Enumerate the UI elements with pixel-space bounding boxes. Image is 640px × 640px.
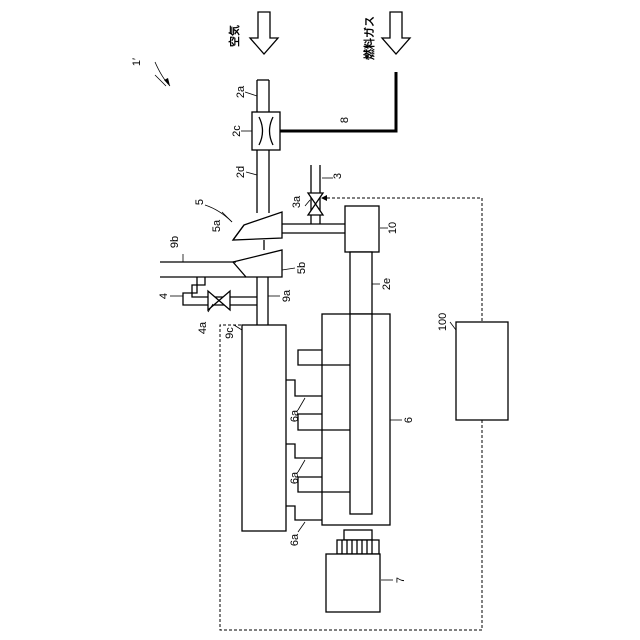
controller bbox=[456, 322, 508, 420]
cooler bbox=[345, 206, 379, 252]
label-8: 8 bbox=[339, 117, 351, 123]
label-2c: 2c bbox=[231, 125, 243, 137]
label-5: 5 bbox=[194, 199, 206, 205]
intake-manifold-inner bbox=[350, 314, 372, 514]
wastegate-bypass bbox=[183, 277, 257, 310]
fuel-inlet-arrow bbox=[382, 12, 410, 54]
label-10: 10 bbox=[387, 222, 399, 234]
fuel-gas-label: 燃料ガス bbox=[362, 16, 376, 61]
label-5a: 5a bbox=[211, 219, 223, 232]
turbocharger-leader bbox=[205, 205, 232, 222]
label-system: 1′ bbox=[131, 58, 143, 66]
label-6a-2: 6a bbox=[289, 471, 301, 484]
label-4: 4 bbox=[158, 293, 170, 299]
generator-coupling bbox=[337, 530, 379, 554]
fuel-gas-line bbox=[280, 72, 396, 131]
compressor bbox=[233, 212, 282, 240]
label-2d: 2d bbox=[235, 166, 247, 178]
label-100: 100 bbox=[437, 313, 449, 331]
label-2e: 2e bbox=[381, 278, 393, 290]
generator bbox=[326, 554, 380, 612]
label-9a: 9a bbox=[281, 289, 293, 302]
label-3a: 3a bbox=[291, 195, 303, 208]
label-2a: 2a bbox=[235, 85, 247, 98]
air-inlet-arrow bbox=[250, 12, 278, 54]
label-6: 6 bbox=[403, 417, 415, 423]
branch-line bbox=[308, 165, 323, 224]
labels: 空気 燃料ガス 1′ 2a 2c 2d 8 3 3a 10 5 5a 5b 9b… bbox=[131, 16, 449, 583]
turbine bbox=[233, 250, 282, 277]
label-3: 3 bbox=[332, 173, 344, 179]
label-9b: 9b bbox=[169, 236, 181, 248]
charge-air-pipe bbox=[282, 224, 345, 233]
label-6a-3: 6a bbox=[289, 533, 301, 546]
label-6a-1: 6a bbox=[289, 409, 301, 422]
label-4a: 4a bbox=[197, 321, 209, 334]
label-7: 7 bbox=[395, 577, 407, 583]
gas-mixer bbox=[252, 112, 280, 150]
air-label: 空気 bbox=[227, 25, 241, 47]
label-9c: 9c bbox=[224, 327, 236, 339]
label-5b: 5b bbox=[296, 262, 308, 274]
exhaust-manifold bbox=[242, 325, 286, 531]
